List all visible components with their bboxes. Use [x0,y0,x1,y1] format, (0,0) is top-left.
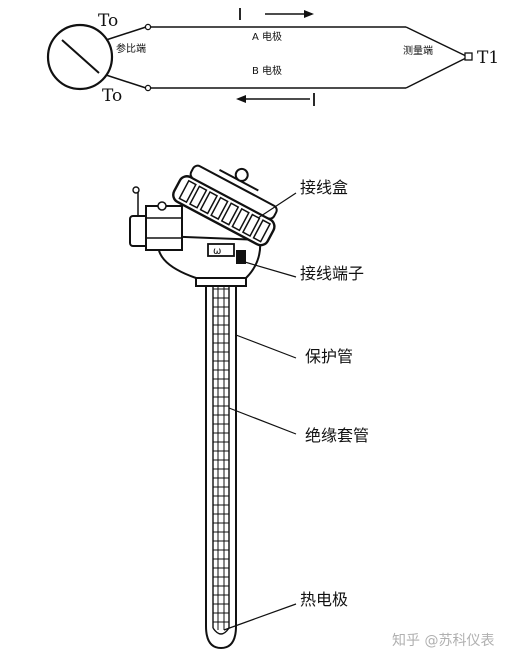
cover-bolt [252,219,272,243]
cover-bolt [199,191,219,215]
measure-end-label: 测量端 [403,44,433,57]
cover-bolt [241,213,261,237]
cover-bolt [210,196,229,221]
cover-bolt [220,202,240,226]
terminal-label: 接线端子 [300,264,364,283]
thermocouple-assembly: ω 接线盒 接线端子 保护管 绝缘套管 热电极 [129,164,369,650]
measure-junction-top [405,26,467,57]
reference-node-top [144,23,152,31]
hot-electrode [217,272,225,630]
cover-bolt [231,207,250,232]
measure-junction-node [464,52,473,61]
leader-protection-tube [235,334,297,359]
hot-electrode-label: 热电极 [300,590,348,609]
meter-lead-top [105,26,147,41]
leader-insulation [228,407,297,435]
current-arrow-bottom [236,93,315,106]
current-arrow-top [239,8,314,20]
meter-lead-bottom [105,74,147,89]
electrode-a-label: A 电极 [252,30,282,43]
reference-node-bottom [144,84,152,92]
watermark: 知乎 @苏科仪表 [392,632,494,649]
measure-junction-bottom [405,57,467,89]
to-label-top: To [98,11,118,31]
cable-gland [129,186,183,251]
cover-bolts [178,179,272,243]
leader-hot-electrode [223,603,297,631]
svg-text:ω: ω [213,246,221,257]
meter-gauge [46,23,114,91]
cover-bolt [178,179,197,204]
junction-box-label: 接线盒 [300,178,348,197]
junction-box-cover [172,164,278,247]
leader-terminal [237,259,297,278]
insulation-sleeve [212,272,230,635]
protection-tube [205,268,237,650]
electrode-b-label: B 电极 [252,64,282,77]
to-label-bottom: To [102,86,122,106]
insulation-segments [213,279,229,623]
thermocouple-circuit: To To T1 参比端 测量端 A 电极 B 电极 [46,8,499,106]
protection-tube-label: 保护管 [305,347,353,366]
leader-junction-box [257,192,297,219]
t1-label: T1 [477,48,499,68]
cover-bolt [188,185,208,209]
reference-end-label: 参比端 [116,42,146,55]
insulation-sleeve-label: 绝缘套管 [305,426,369,445]
terminal-block: ω [207,243,246,264]
